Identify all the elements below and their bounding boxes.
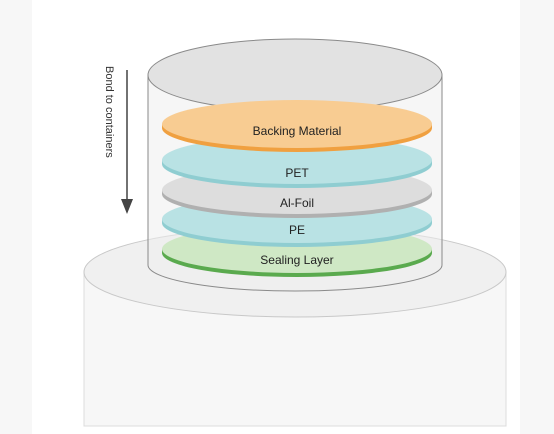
layer-label-sealing-layer: Sealing Layer	[260, 253, 333, 267]
bond-direction-arrow	[121, 70, 133, 214]
layer-backing-material: Backing Material	[162, 100, 432, 152]
film-layers: Sealing Layer PE Al-Foil PET Backing Mat…	[162, 100, 432, 277]
layer-label-pe: PE	[289, 223, 305, 237]
left-margin-band	[0, 0, 32, 434]
arrow-label: Bond to containers	[103, 66, 115, 158]
layer-label-pet: PET	[285, 166, 309, 180]
layer-label-backing-material: Backing Material	[253, 124, 342, 138]
right-margin-band	[520, 0, 554, 434]
layer-label-al-foil: Al-Foil	[280, 196, 314, 210]
